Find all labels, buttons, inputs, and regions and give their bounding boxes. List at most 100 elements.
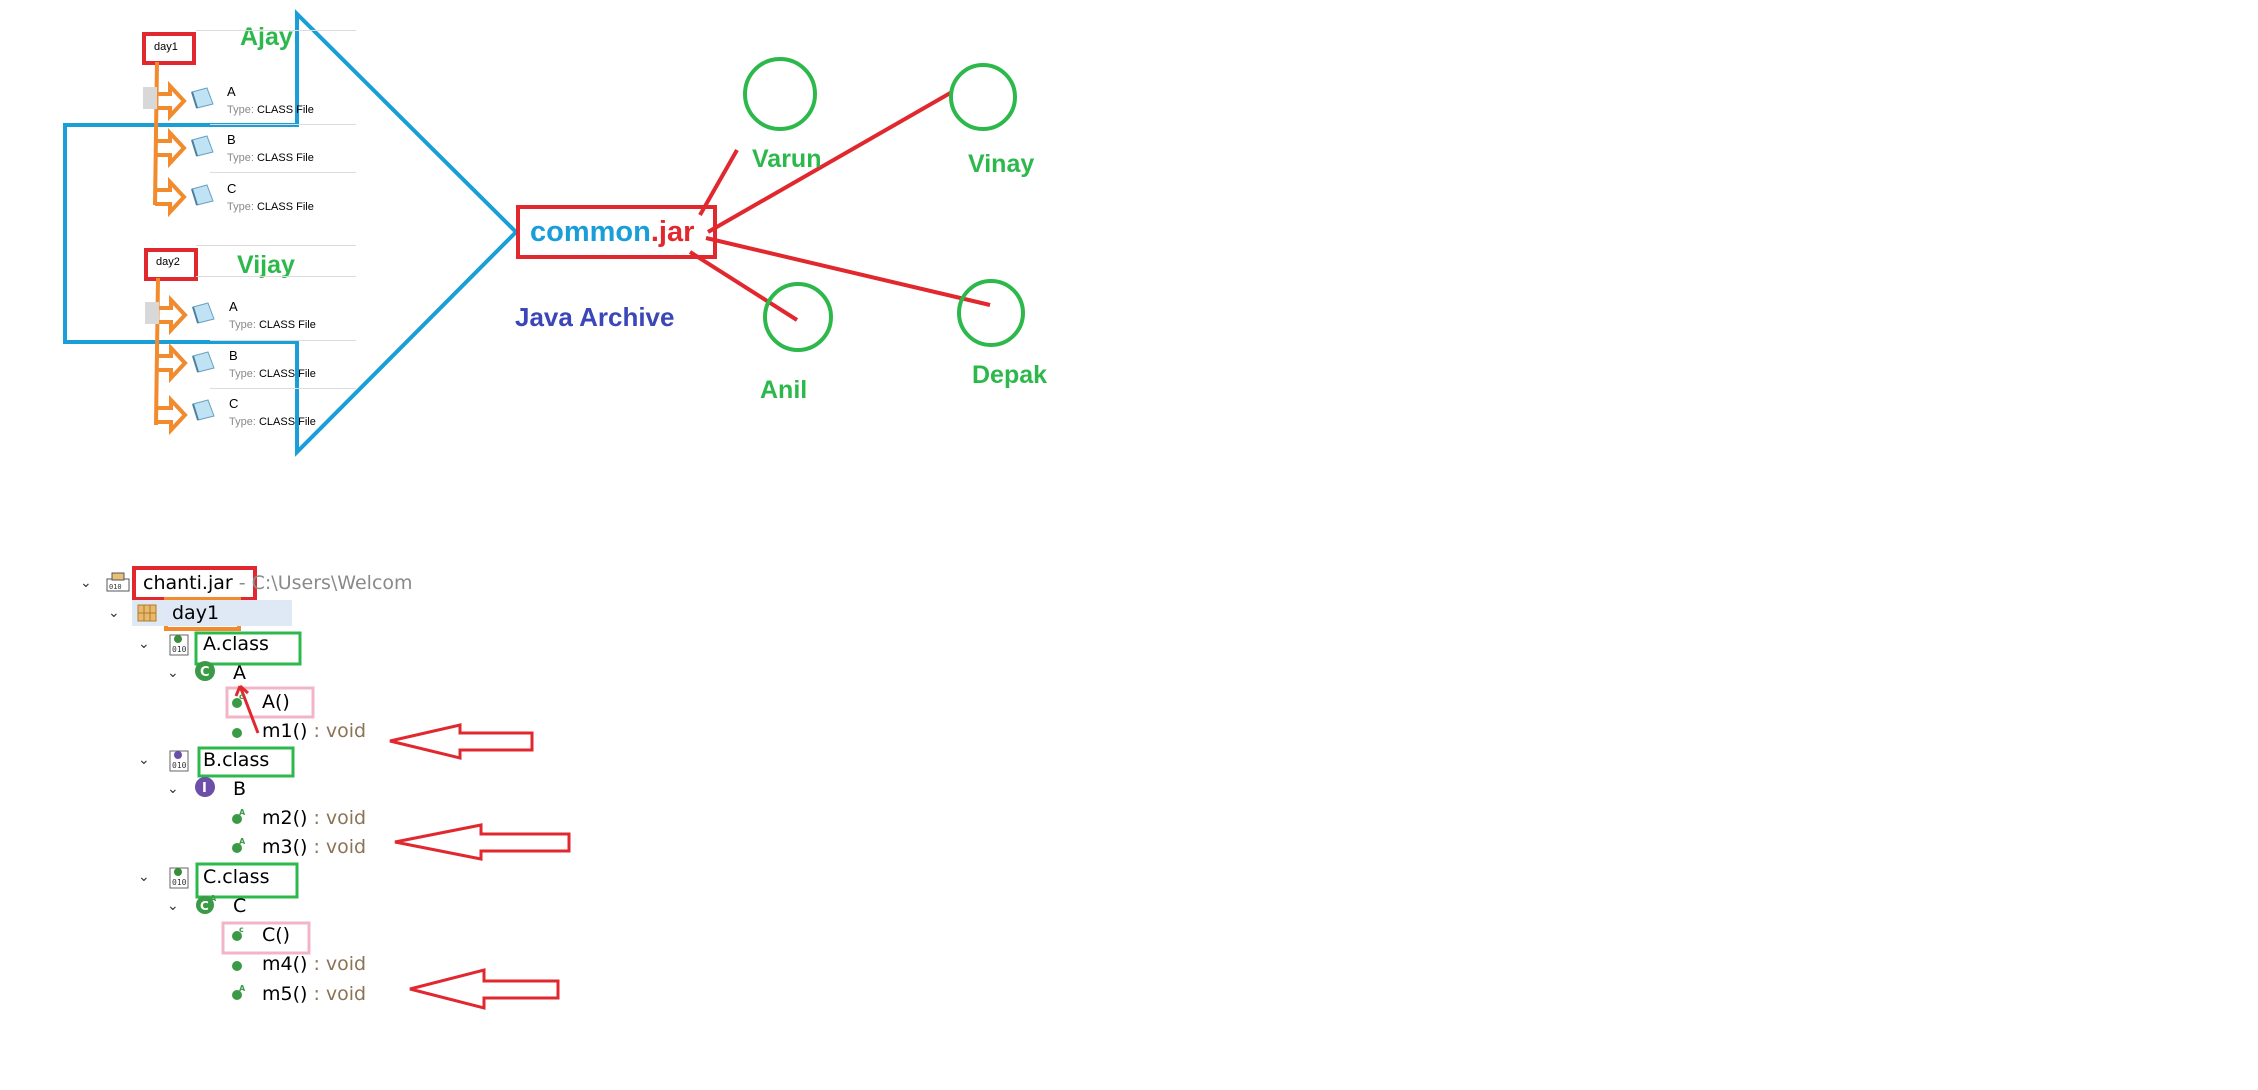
class-file-icon [189,134,215,158]
file-name[interactable]: A [227,84,236,99]
svg-text:c: c [239,925,244,934]
row-divider [196,245,356,246]
cclass-green-box [195,862,299,899]
member-label[interactable]: m3() : void [262,836,367,858]
chevron-down-icon[interactable]: ⌄ [138,752,150,768]
day2-red-box [144,248,198,281]
consumer-anil: Anil [760,376,808,404]
package-icon [132,600,292,626]
class-file-icon [189,183,215,207]
file-type: Type: CLASS File [229,319,316,331]
orange-arrows-group1 [153,61,187,218]
type-label[interactable]: A [233,662,246,684]
file-name[interactable]: A [229,299,238,314]
blue-group-bracket [63,9,519,457]
class-file-icon: 010 [166,864,192,895]
orange-arrows-group2 [154,277,188,436]
person-ajay: Ajay [240,23,293,51]
row-divider [210,340,356,341]
interface-type-icon: I [194,776,216,803]
class-file-icon: 010 [166,631,192,662]
chevron-down-icon[interactable]: ⌄ [167,665,179,681]
file-name[interactable]: B [227,132,236,147]
class-file-icon [190,398,216,422]
vinay-circle [949,63,1017,131]
cconstructor-pink-box [221,921,311,955]
arrow-m3 [394,823,571,861]
class-type-icon: C [194,660,216,687]
bclass-green-box [197,746,295,778]
method-icon [230,955,246,978]
consumer-depak: Depak [972,361,1048,389]
package-grid-icon [137,604,157,627]
package-label[interactable]: day1 [172,602,220,624]
chevron-down-icon[interactable]: ⌄ [108,605,120,621]
aclass-green-box [194,631,302,666]
anil-circle [763,282,833,352]
svg-text:A: A [239,808,246,817]
svg-text:I: I [202,781,207,796]
selection-stub [145,302,159,324]
row-divider [210,124,356,125]
file-name[interactable]: B [229,348,238,363]
consumer-links [688,90,991,322]
file-type: Type: CLASS File [227,104,314,116]
class-file-label[interactable]: B.class [203,749,270,771]
chevron-down-icon[interactable]: ⌄ [80,575,92,591]
member-label[interactable]: C() [262,924,291,946]
row-divider [210,172,356,173]
member-label[interactable]: A() [262,691,290,713]
member-label[interactable]: m4() : void [262,953,367,975]
file-type: Type: CLASS File [227,152,314,164]
type-label[interactable]: C [233,895,247,917]
class-file-icon [190,301,216,325]
constructor-icon: c [230,925,246,948]
member-label[interactable]: m1() : void [262,720,367,742]
selection-stub [143,87,157,109]
constructor-icon: c [230,692,246,715]
person-vijay: Vijay [237,251,295,279]
class-file-icon [189,86,215,110]
abstract-method-icon: A [230,837,246,860]
abstract-method-icon: A [230,984,246,1007]
svg-text:010: 010 [172,761,187,770]
arrow-m5 [409,968,560,1010]
aconstructor-pink-box [225,686,315,719]
jar-icon: 010 [106,571,130,598]
type-label[interactable]: B [233,778,247,800]
consumer-vinay: Vinay [968,150,1035,178]
file-name[interactable]: C [227,181,237,196]
method-icon [230,722,246,745]
file-type: Type: CLASS File [229,416,316,428]
depak-circle [957,279,1025,347]
package-day2-label[interactable]: day2 [156,256,180,268]
day1-red-box [142,32,196,65]
svg-text:C: C [200,665,210,680]
jar-root-label[interactable]: chanti.jar - C:\Users\Welcom [143,572,413,594]
row-divider [196,30,356,31]
package-day1-label[interactable]: day1 [154,41,178,53]
chevron-down-icon[interactable]: ⌄ [167,898,179,914]
file-name[interactable]: C [229,396,239,411]
class-file-icon: 010 [166,747,192,778]
svg-text:010: 010 [172,878,187,887]
file-type: Type: CLASS File [227,201,314,213]
varun-circle [743,57,817,131]
abstract-method-icon: A [230,808,246,831]
class-file-label[interactable]: C.class [203,866,270,888]
class-file-icon [190,350,216,374]
consumer-varun: Varun [752,145,822,173]
svg-text:A: A [239,837,246,846]
svg-text:C: C [200,899,209,913]
member-label[interactable]: m2() : void [262,807,367,829]
svg-text:010: 010 [172,645,187,654]
chevron-down-icon[interactable]: ⌄ [138,869,150,885]
class-file-label[interactable]: A.class [203,633,269,655]
common-jar-box [516,205,717,259]
row-divider [196,276,356,277]
chevron-down-icon[interactable]: ⌄ [167,781,179,797]
svg-text:A: A [210,894,217,903]
member-label[interactable]: m5() : void [262,983,367,1005]
common-jar-label: common.jar [530,216,695,248]
chevron-down-icon[interactable]: ⌄ [138,636,150,652]
